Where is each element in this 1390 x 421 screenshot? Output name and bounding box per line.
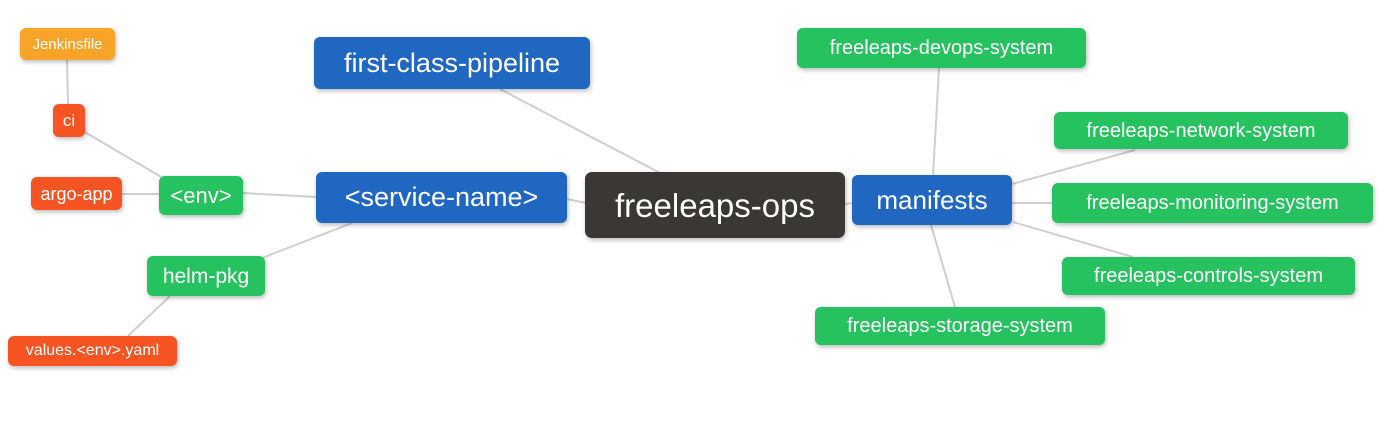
edge-ci-env [82,130,164,179]
node-ci[interactable]: ci [53,104,85,137]
edge-pipeline-ops [499,88,661,174]
node-freeleaps-controls-system[interactable]: freeleaps-controls-system [1062,257,1355,295]
edge-ops-manifests [844,202,854,205]
edge-servicename-ops [566,198,587,204]
node-helm-pkg[interactable]: helm-pkg [147,256,265,296]
node-service-name[interactable]: <service-name> [316,172,567,223]
edge-manifests-controls [1012,221,1134,258]
edge-env-servicename [242,192,317,198]
node-freeleaps-network-system[interactable]: freeleaps-network-system [1054,112,1348,149]
edge-jenkinsfile-ci [66,59,69,105]
node-values-env-yaml[interactable]: values.<env>.yaml [8,336,177,366]
node-freeleaps-devops-system[interactable]: freeleaps-devops-system [797,28,1086,68]
edge-servicename-helmpkg [261,222,353,259]
node-first-class-pipeline[interactable]: first-class-pipeline [314,37,590,89]
edge-manifests-devops [932,67,940,177]
edge-helmpkg-values [127,295,171,337]
node-argo-app[interactable]: argo-app [31,177,122,210]
node-freeleaps-monitoring-system[interactable]: freeleaps-monitoring-system [1052,183,1373,223]
node-freeleaps-ops-root[interactable]: freeleaps-ops [585,172,845,238]
node-manifests[interactable]: manifests [852,175,1012,225]
edge-manifests-storage [930,224,956,308]
node-env[interactable]: <env> [159,176,243,215]
edge-manifests-network [1011,149,1136,185]
node-freeleaps-storage-system[interactable]: freeleaps-storage-system [815,307,1105,345]
node-jenkinsfile[interactable]: Jenkinsfile [20,28,115,60]
